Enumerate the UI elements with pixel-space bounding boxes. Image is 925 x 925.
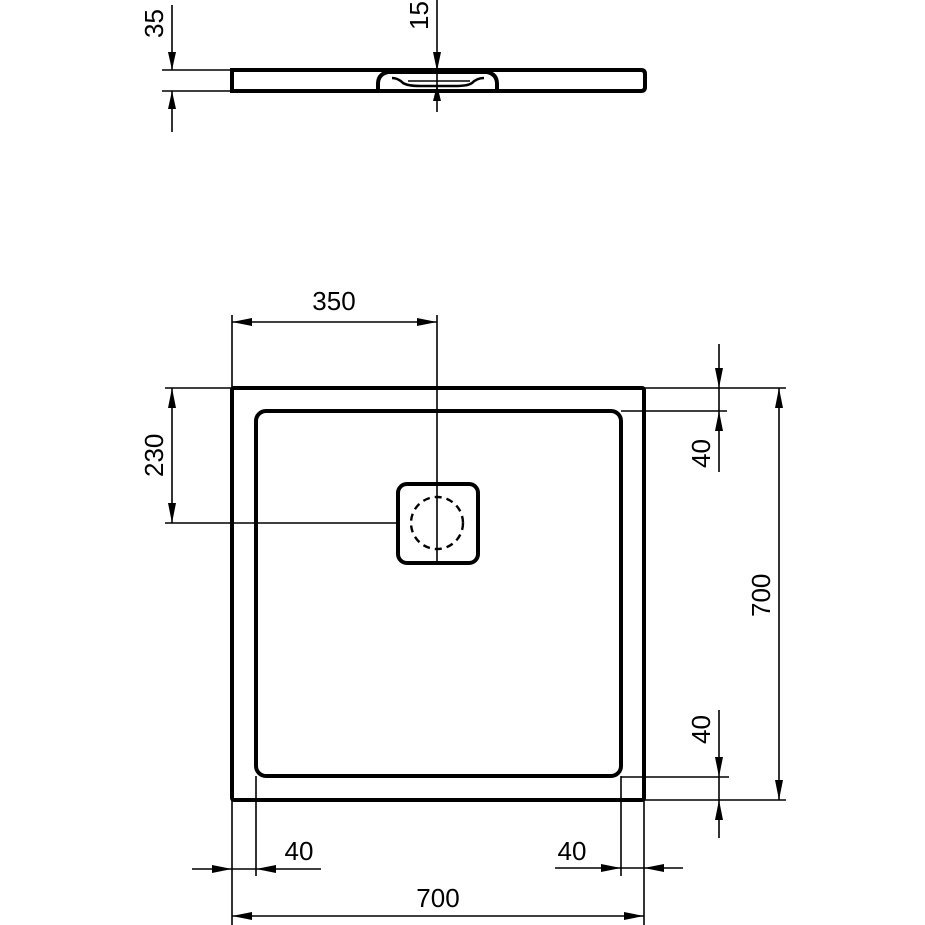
dim-label-rim-left: 40 xyxy=(285,836,314,866)
arrow-icon xyxy=(168,388,176,408)
arrow-icon xyxy=(256,865,276,873)
dim-label-rim-right: 40 xyxy=(558,836,587,866)
arrow-icon xyxy=(775,780,783,800)
dim-label-drain-depth: 15 xyxy=(404,1,434,30)
arrow-icon xyxy=(168,52,176,70)
arrow-icon xyxy=(715,757,723,777)
dim-label-rim-bottom: 40 xyxy=(686,715,716,744)
dim-label-rim-top: 40 xyxy=(686,439,716,468)
arrow-icon xyxy=(644,864,664,872)
arrow-icon xyxy=(417,318,437,326)
arrow-icon xyxy=(775,388,783,408)
dim-label-overall-width: 700 xyxy=(416,883,459,913)
arrow-icon xyxy=(601,864,621,872)
arrow-icon xyxy=(715,411,723,431)
arrow-icon xyxy=(168,91,176,109)
drain-side-inner xyxy=(391,76,485,88)
arrow-icon xyxy=(168,503,176,523)
arrow-icon xyxy=(715,800,723,820)
arrow-icon xyxy=(433,52,441,71)
tray-outer-edge xyxy=(230,386,646,802)
dim-label-drain-offset-y: 230 xyxy=(139,434,169,477)
arrow-icon xyxy=(232,318,252,326)
dim-label-drain-offset-x: 350 xyxy=(312,286,355,316)
arrow-icon xyxy=(232,912,252,920)
dim-label-tray-height: 35 xyxy=(139,9,169,38)
arrow-icon xyxy=(624,912,644,920)
arrow-icon xyxy=(212,865,232,873)
plan-view: 350 230 40 40 700 xyxy=(139,286,786,925)
side-view: 35 15 xyxy=(139,0,647,132)
tray-side-profile xyxy=(230,68,647,93)
arrow-icon xyxy=(433,85,441,101)
dim-label-overall-length: 700 xyxy=(746,574,776,617)
arrow-icon xyxy=(715,368,723,388)
tray-inner-basin xyxy=(254,409,623,778)
